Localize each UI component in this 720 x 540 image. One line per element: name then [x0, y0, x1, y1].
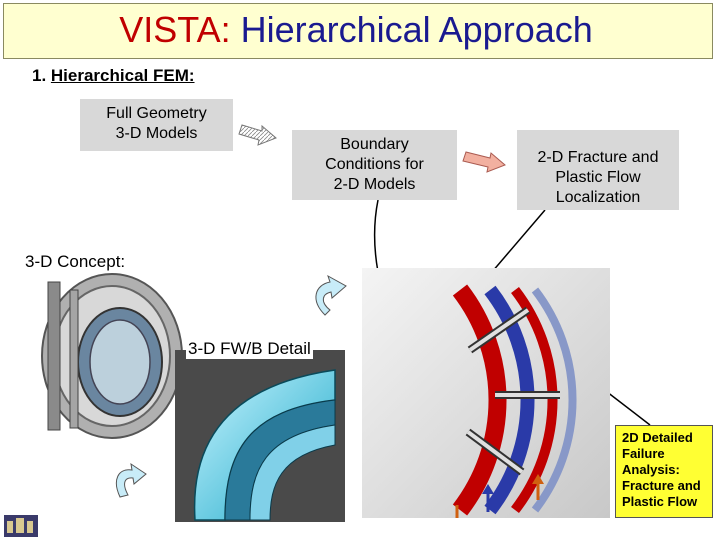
fracture-localization-box: 2-D Fracture and Plastic Flow Localizati… — [517, 130, 679, 210]
box-line: Localization — [555, 189, 641, 206]
detail-label: 3-D FW/B Detail — [186, 339, 313, 359]
section-number: 1. — [32, 66, 51, 85]
title-bar — [3, 3, 713, 59]
failure-analysis-callout: 2D Detailed Failure Analysis: Fracture a… — [615, 425, 713, 518]
box-line: 2-D Fracture and — [537, 149, 659, 166]
callout-line: Fracture and — [622, 478, 701, 493]
callout-line: 2D Detailed — [622, 430, 693, 445]
callout-line: Failure — [622, 446, 665, 461]
model-2d-image — [362, 268, 610, 518]
box-line: Full Geometry — [106, 105, 207, 122]
cycle-arrow-upper — [315, 274, 347, 316]
fwb-detail-image — [175, 350, 345, 522]
page-title: VISTA: Hierarchical Approach — [0, 6, 712, 54]
concept-label: 3-D Concept: — [25, 252, 126, 271]
callout-line: Analysis: — [622, 462, 680, 477]
concept-3d-image — [40, 272, 185, 442]
box-line: 3-D Models — [115, 125, 198, 142]
section-heading-text: Hierarchical FEM: — [50, 66, 195, 85]
box-line: 2-D Models — [333, 176, 416, 193]
section-heading: 1. Hierarchical FEM: — [32, 66, 195, 86]
box-line: Plastic Flow — [555, 169, 641, 186]
callout-line: Plastic Flow — [622, 494, 698, 509]
full-geometry-box: Full Geometry 3-D Models — [80, 99, 233, 151]
boundary-conditions-box: Boundary Conditions for 2-D Models — [292, 130, 457, 200]
title-part-vista: VISTA: — [119, 9, 241, 50]
box-line: Boundary — [340, 136, 409, 153]
logo-icon — [4, 515, 38, 537]
flow-arrow-2 — [462, 151, 506, 173]
flow-arrow-1 — [238, 124, 277, 146]
cycle-arrow-lower — [116, 462, 147, 498]
box-line: Conditions for — [325, 156, 424, 173]
title-part-approach: Hierarchical Approach — [240, 9, 593, 50]
